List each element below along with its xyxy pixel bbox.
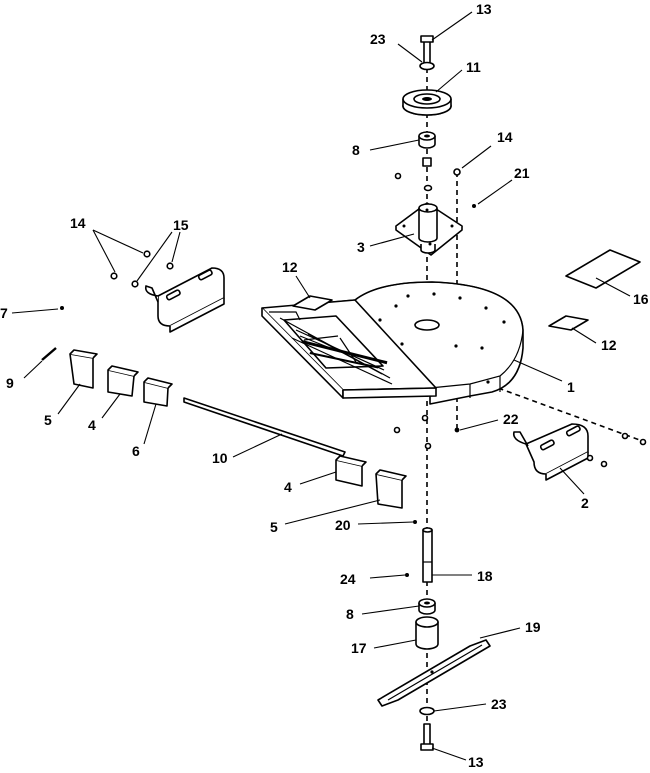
callout-11: 11 — [466, 59, 481, 75]
spindle-shaft-part — [422, 527, 433, 583]
axis-bolt-lower-b — [424, 442, 432, 450]
callout-13-top: 13 — [476, 1, 492, 17]
callout-18: 18 — [477, 568, 493, 584]
rod-part-10 — [183, 397, 346, 457]
axis-bolt-lower-a — [421, 414, 429, 422]
callout-19: 19 — [525, 619, 541, 635]
bracket-part-15 — [144, 267, 225, 333]
lower-bolt-part — [420, 723, 434, 751]
callout-4-left: 4 — [88, 417, 96, 433]
leader-lines — [11, 11, 631, 761]
pin-part-9 — [41, 347, 57, 361]
callout-12-left: 12 — [282, 259, 298, 275]
bolt-near-bracket-2-d — [600, 460, 608, 468]
bolt-20 — [413, 520, 417, 524]
deck-housing-part — [261, 281, 524, 405]
spindle-nut-part — [422, 157, 432, 167]
blade-part — [377, 639, 491, 707]
callout-8-top: 8 — [352, 142, 360, 158]
bolt-15-b — [166, 262, 174, 270]
callout-8-bottom: 8 — [346, 606, 354, 622]
bolt-14-mid — [143, 250, 151, 258]
callout-14-left: 14 — [70, 215, 86, 231]
spindle-housing-part — [395, 202, 463, 256]
flap-part-4-left — [107, 365, 139, 397]
callout-5-right: 5 — [270, 519, 278, 535]
flap-part-5-right — [375, 469, 407, 509]
bolt-22 — [454, 427, 460, 433]
bolt-15-a — [131, 280, 139, 288]
callout-20: 20 — [335, 517, 351, 533]
top-washer-part — [419, 61, 435, 71]
bolt-left-of-axis — [394, 172, 402, 180]
callout-23-top: 23 — [370, 31, 386, 47]
spacer-part — [415, 616, 439, 650]
axis-bolt-left — [393, 426, 401, 434]
callout-21: 21 — [514, 165, 530, 181]
bolt-14-left — [110, 272, 118, 280]
callout-17: 17 — [351, 640, 367, 656]
callout-1: 1 — [567, 379, 575, 395]
flap-part-6-left — [143, 377, 173, 407]
flap-part-5-left — [69, 349, 98, 389]
plate-part-12-right — [548, 315, 589, 331]
flap-part-4-right — [335, 455, 367, 487]
plate-part-16 — [565, 249, 641, 289]
callout-5-left: 5 — [44, 412, 52, 428]
lower-washer-part — [419, 706, 435, 716]
callout-24: 24 — [340, 571, 356, 587]
bolt-21 — [472, 204, 476, 208]
callout-13-bottom: 13 — [468, 754, 484, 770]
callout-14-right: 14 — [497, 129, 513, 145]
right-hardware-axis-line — [489, 384, 646, 443]
lower-bearing-part — [418, 598, 436, 615]
upper-bearing-part — [418, 131, 436, 149]
callout-9: 9 — [6, 375, 14, 391]
callout-2: 2 — [581, 495, 589, 511]
pulley-part — [402, 89, 452, 116]
callout-3: 3 — [357, 239, 365, 255]
top-bolt-part — [420, 35, 434, 65]
bolt-near-bracket-2-c — [586, 454, 594, 462]
bolt-14-right — [453, 168, 461, 176]
bolt-24 — [405, 573, 409, 577]
callout-7: 7 — [0, 305, 8, 321]
bolt-near-bracket-2-a — [621, 432, 629, 440]
callout-4-right: 4 — [284, 479, 292, 495]
callout-6: 6 — [132, 443, 140, 459]
bolt-7 — [60, 306, 64, 310]
bolt-near-bracket-2-b — [639, 438, 647, 446]
callout-16: 16 — [633, 291, 649, 307]
spindle-small-washer — [423, 184, 433, 192]
plate-part-12-left — [292, 295, 333, 311]
callout-22: 22 — [503, 411, 519, 427]
callout-12-right: 12 — [601, 337, 617, 353]
callout-15: 15 — [173, 217, 189, 233]
bracket-part-2 — [512, 423, 589, 481]
callout-10: 10 — [212, 450, 228, 466]
callout-23-bottom: 23 — [491, 696, 507, 712]
